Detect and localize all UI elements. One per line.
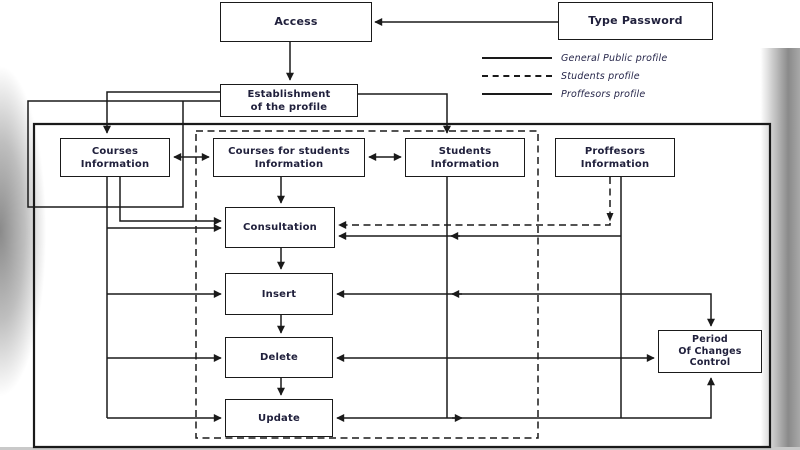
node-type-password: Type Password [558, 2, 713, 40]
node-courses-information: Courses Information [60, 138, 170, 177]
arrow-update-period [336, 377, 715, 422]
node-students-information: Students Information [405, 138, 525, 177]
dashed-corner-arrow [606, 213, 614, 222]
node-delete: Delete [225, 337, 333, 378]
legend-item-proffesors: Proffesors profile [482, 85, 667, 103]
legend-item-students: Students profile [482, 67, 667, 85]
legend-item-general-public: General Public profile [482, 49, 667, 67]
arrow-establishment-students [358, 93, 451, 134]
arrow-courses-consultation-1 [119, 177, 222, 225]
node-update: Update [225, 399, 333, 437]
arrow-establishment-courses [103, 91, 220, 134]
node-consultation: Consultation [225, 207, 335, 248]
legend-line-solid [482, 57, 552, 59]
node-proffesors-information: Proffesors Information [555, 138, 675, 177]
node-access: Access [220, 2, 372, 42]
arrow-insert-period [336, 290, 715, 327]
legend-label: Students profile [561, 70, 640, 82]
node-courses-for-students: Courses for students Information [213, 138, 365, 177]
node-insert: Insert [225, 273, 333, 315]
node-period-of-changes-control: Period Of Changes Control [658, 330, 762, 373]
dashed-container [195, 130, 539, 439]
legend: General Public profile Students profile … [482, 49, 667, 103]
legend-label: General Public profile [561, 52, 668, 64]
node-establishment: Establishment of the profile [220, 84, 358, 117]
legend-label: Proffesors profile [561, 88, 646, 100]
arrow-proffesors-consultation-dashed [338, 177, 611, 229]
legend-line-dashed [482, 75, 552, 77]
legend-line-solid [482, 93, 552, 95]
